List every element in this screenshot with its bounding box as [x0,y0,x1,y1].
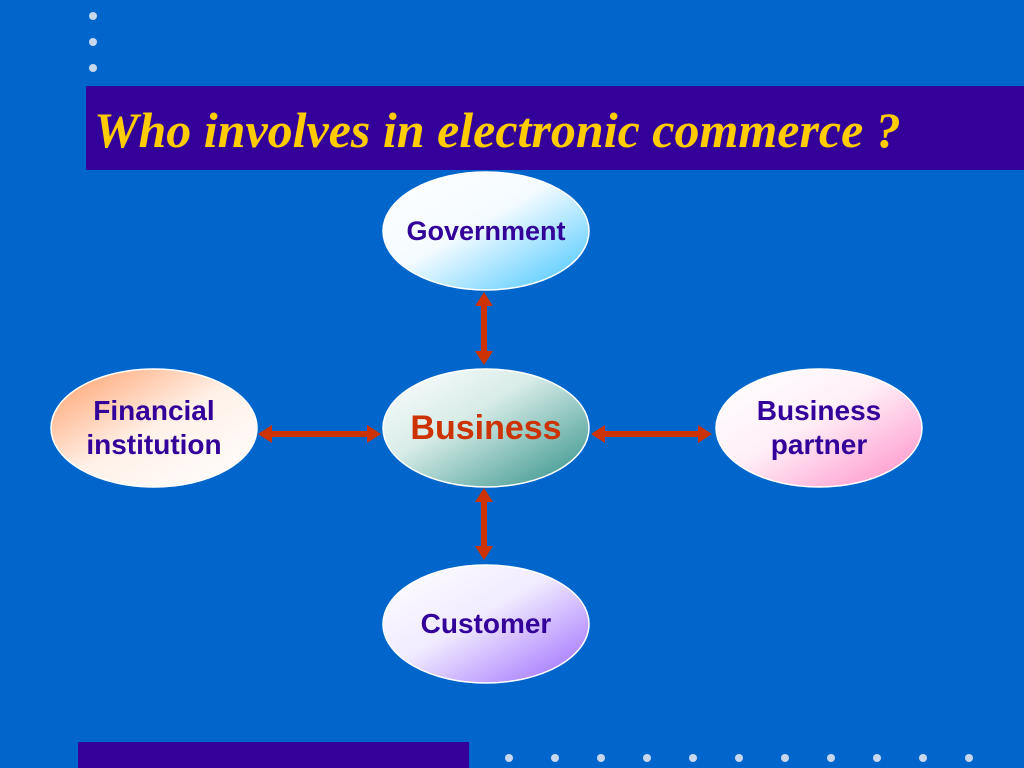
business-partner-label: Business partner [756,395,882,460]
title-bar: Who involves in electronic commerce ? [86,86,1024,170]
bottom-accent-bar [78,742,469,768]
government-node [382,171,590,291]
business-node [382,368,590,488]
decorative-dots-vertical [89,12,99,74]
decorative-dot [689,754,697,762]
customer-node [382,564,590,684]
business-label: Business [410,408,562,447]
decorative-dot [827,754,835,762]
decorative-dot [781,754,789,762]
decorative-dot [643,754,651,762]
decorative-dot [551,754,559,762]
decorative-dot [965,754,973,762]
customer-label: Customer [420,608,552,640]
decorative-dot [919,754,927,762]
slide-title: Who involves in electronic commerce ? [94,102,901,158]
decorative-dot [735,754,743,762]
financial-institution-node [50,368,258,488]
decorative-dot [505,754,513,762]
decorative-dot [873,754,881,762]
government-label: Government [406,215,566,246]
decorative-dot [89,12,97,20]
financial-institution-label: Financial institution [86,395,222,460]
decorative-dot [89,38,97,46]
arrow-business-partner [591,425,712,443]
arrow-government-business [475,292,493,365]
decorative-dot [89,64,97,72]
arrow-business-customer [475,488,493,560]
decorative-dot [597,754,605,762]
arrow-financial-business [258,425,381,443]
business-partner-node [715,368,923,488]
decorative-dots-horizontal [505,754,1005,764]
